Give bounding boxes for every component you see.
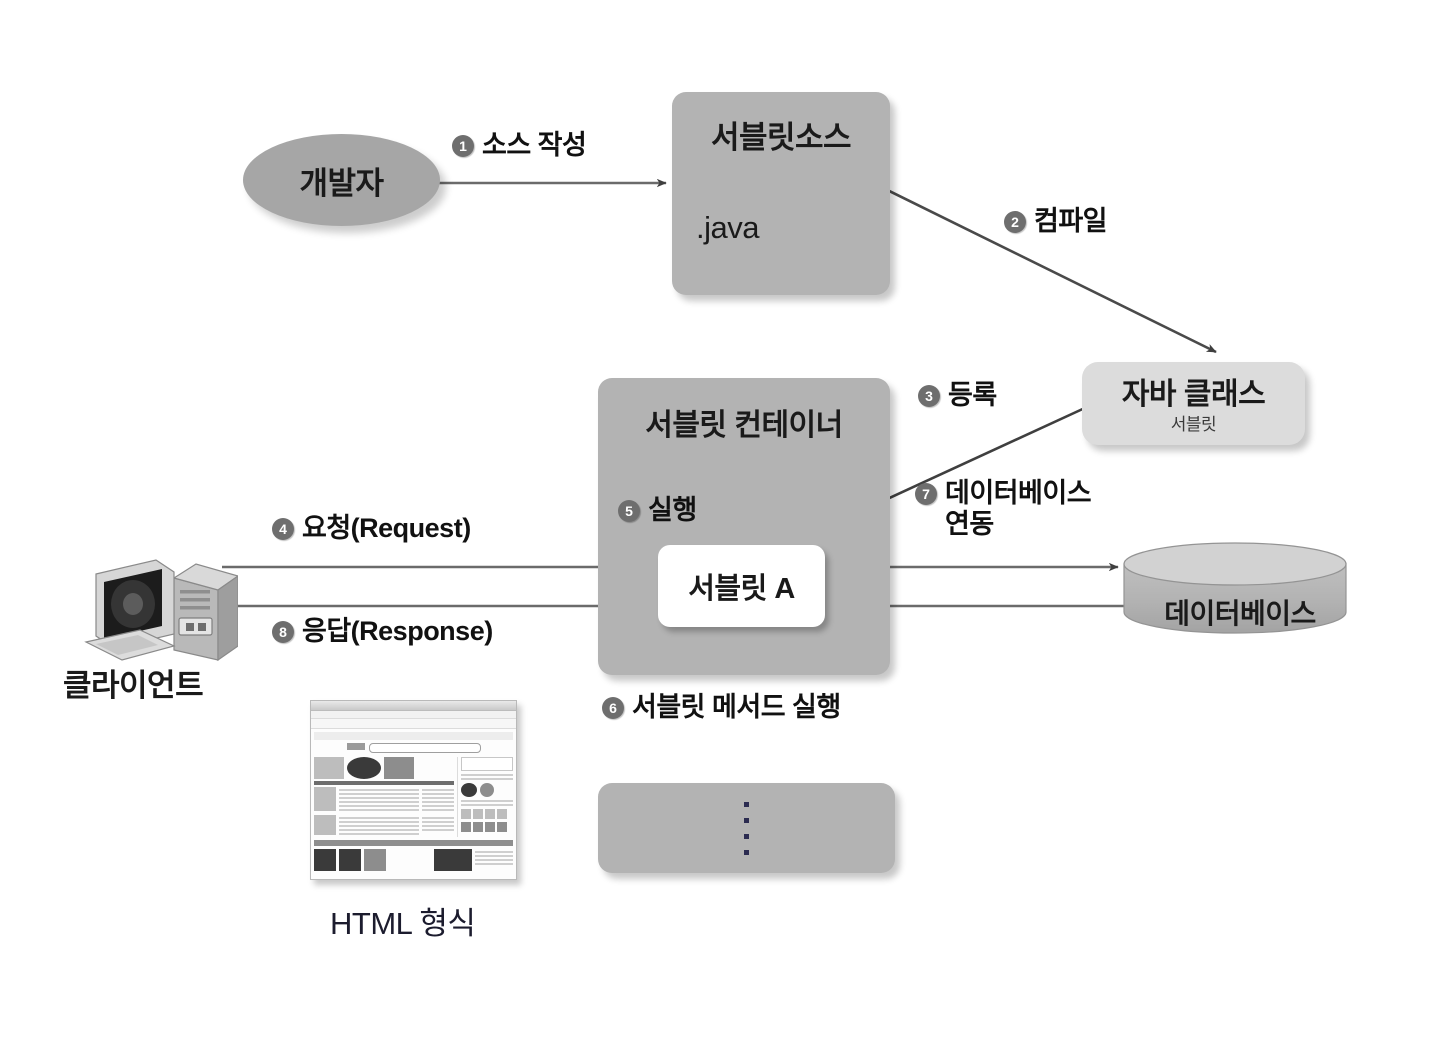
servlet-source-title: 서블릿소스 [710,120,852,155]
java-class-subtitle: 서블릿 [1170,415,1217,434]
node-more-servlets[interactable] [598,783,895,873]
node-developer[interactable]: 개발자 [243,134,440,226]
step-5-text: 실행 [648,495,697,525]
computer-icon [84,559,240,662]
node-database[interactable]: 데이터베이스 [1122,540,1358,644]
database-label: 데이터베이스 [1164,598,1316,629]
step-6-badge: 6 [602,697,624,719]
step-6-label: 6 서블릿 메서드 실행 [602,692,841,723]
step-7-badge: 7 [915,483,937,505]
client-label: 클라이언트 [63,668,204,703]
servlet-a-label: 서블릿 A [688,573,795,605]
client-computer[interactable] [78,538,240,668]
step-3-badge: 3 [918,385,940,407]
step-1-label: 1 소스 작성 [452,130,587,161]
step-3-label: 3 등록 [918,380,997,411]
step-1-text: 소스 작성 [482,130,587,160]
step-4-text: 요청(Request) [302,513,471,543]
step-6-text: 서블릿 메서드 실행 [632,692,841,722]
browser-addressbar [311,719,516,729]
database-icon [1123,542,1347,634]
step-7-text-line1: 데이터베이스 [945,478,1092,508]
node-java-class[interactable]: 자바 클래스 서블릿 [1082,362,1305,445]
servlet-container-title: 서블릿 컨테이너 [645,409,843,442]
step-5-label: 5 실행 [618,495,697,526]
step-5-badge: 5 [618,500,640,522]
step-8-badge: 8 [272,621,294,643]
step-2-label: 2 컴파일 [1004,206,1108,237]
node-servlet-container[interactable]: 서블릿 컨테이너 [598,378,890,675]
html-output-thumbnail[interactable] [310,700,517,880]
step-3-text: 등록 [948,380,997,410]
servlet-source-subtitle: .java [696,210,759,245]
step-7-text-block: 데이터베이스 연동 [945,478,1092,540]
step-4-badge: 4 [272,518,294,540]
step-1-badge: 1 [452,135,474,157]
step-8-label: 8 응답(Response) [272,616,493,647]
browser-menubar [311,711,516,719]
java-class-title: 자바 클래스 [1121,378,1266,411]
step-4-label: 4 요청(Request) [272,513,471,544]
developer-label: 개발자 [299,165,384,201]
browser-titlebar [311,701,516,711]
node-servlet-source[interactable]: 서블릿소스 .java [672,92,890,295]
step-2-text: 컴파일 [1034,206,1108,236]
html-output-label: HTML 형식 [330,906,476,941]
node-servlet-a[interactable]: 서블릿 A [658,545,825,627]
step-7-text-line2: 연동 [945,509,994,540]
browser-page-content [311,729,516,874]
step-2-badge: 2 [1004,211,1026,233]
step-7-label: 7 데이터베이스 연동 [915,478,1092,540]
vertical-ellipsis-icon [598,783,895,873]
step-8-text: 응답(Response) [302,616,493,646]
